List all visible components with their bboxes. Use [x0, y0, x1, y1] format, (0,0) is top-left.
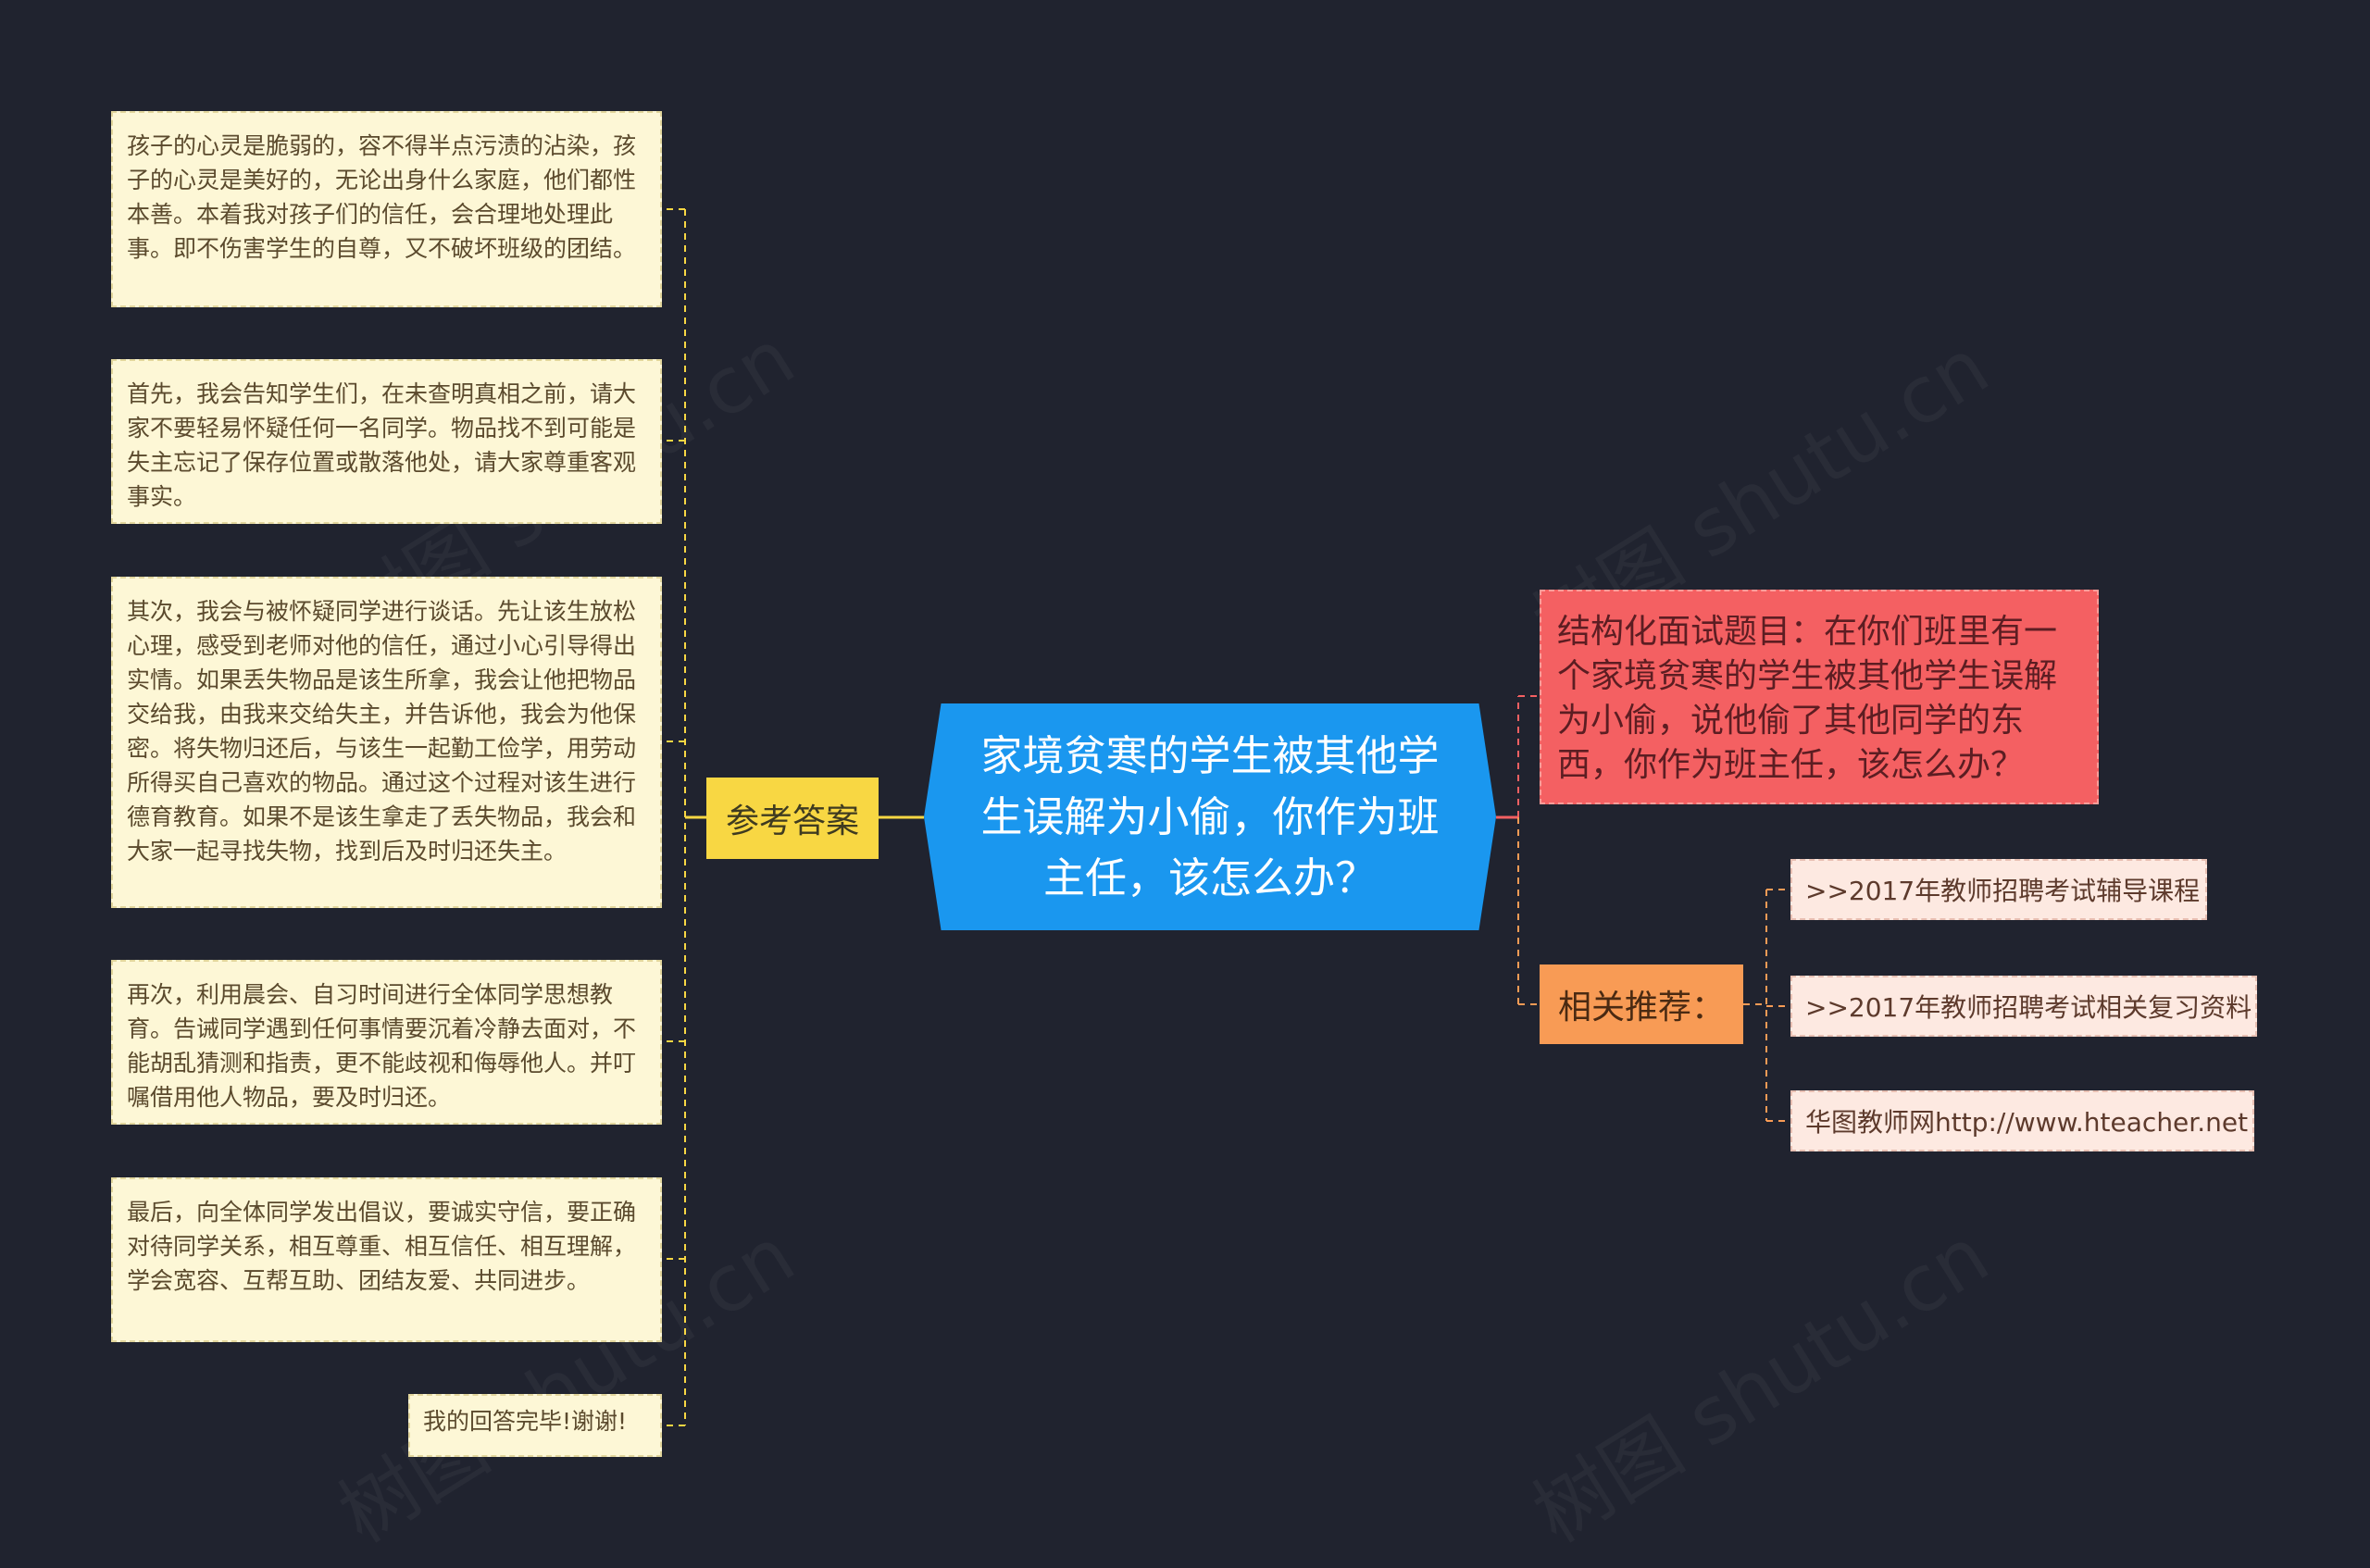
- answer-node-intro[interactable]: 孩子的心灵是脆弱的，容不得半点污渍的沾染，孩子的心灵是美好的，无论出身什么家庭，…: [111, 111, 662, 307]
- answer-node-second[interactable]: 其次，我会与被怀疑同学进行谈话。先让该生放松心理，感受到老师对他的信任，通过小心…: [111, 577, 662, 908]
- recommendation-link-materials[interactable]: >>2017年教师招聘考试相关复习资料: [1790, 976, 2257, 1037]
- central-topic[interactable]: 家境贫寒的学生被其他学生误解为小偷，你作为班主任，该怎么办？: [924, 703, 1496, 930]
- central-topic-text: 家境贫寒的学生被其他学生误解为小偷，你作为班主任，该怎么办？: [980, 730, 1440, 902]
- answer-node-third[interactable]: 再次，利用晨会、自习时间进行全体同学思想教育。告诫同学遇到任何事情要沉着冷静去面…: [111, 960, 662, 1125]
- recommendation-link-website[interactable]: 华图教师网http://www.hteacher.net: [1790, 1090, 2254, 1151]
- answer-branch-label[interactable]: 参考答案: [706, 778, 879, 859]
- question-node[interactable]: 结构化面试题目：在你们班里有一个家境贫寒的学生被其他学生误解为小偷，说他偷了其他…: [1540, 590, 2099, 804]
- answer-node-closing[interactable]: 我的回答完毕!谢谢!: [408, 1394, 662, 1457]
- recommendation-link-course[interactable]: >>2017年教师招聘考试辅导课程: [1790, 859, 2207, 920]
- answer-node-first[interactable]: 首先，我会告知学生们，在未查明真相之前，请大家不要轻易怀疑任何一名同学。物品找不…: [111, 359, 662, 524]
- related-branch-label[interactable]: 相关推荐：: [1540, 964, 1743, 1044]
- answer-node-fourth[interactable]: 最后，向全体同学发出倡议，要诚实守信，要正确对待同学关系，相互尊重、相互信任、相…: [111, 1177, 662, 1342]
